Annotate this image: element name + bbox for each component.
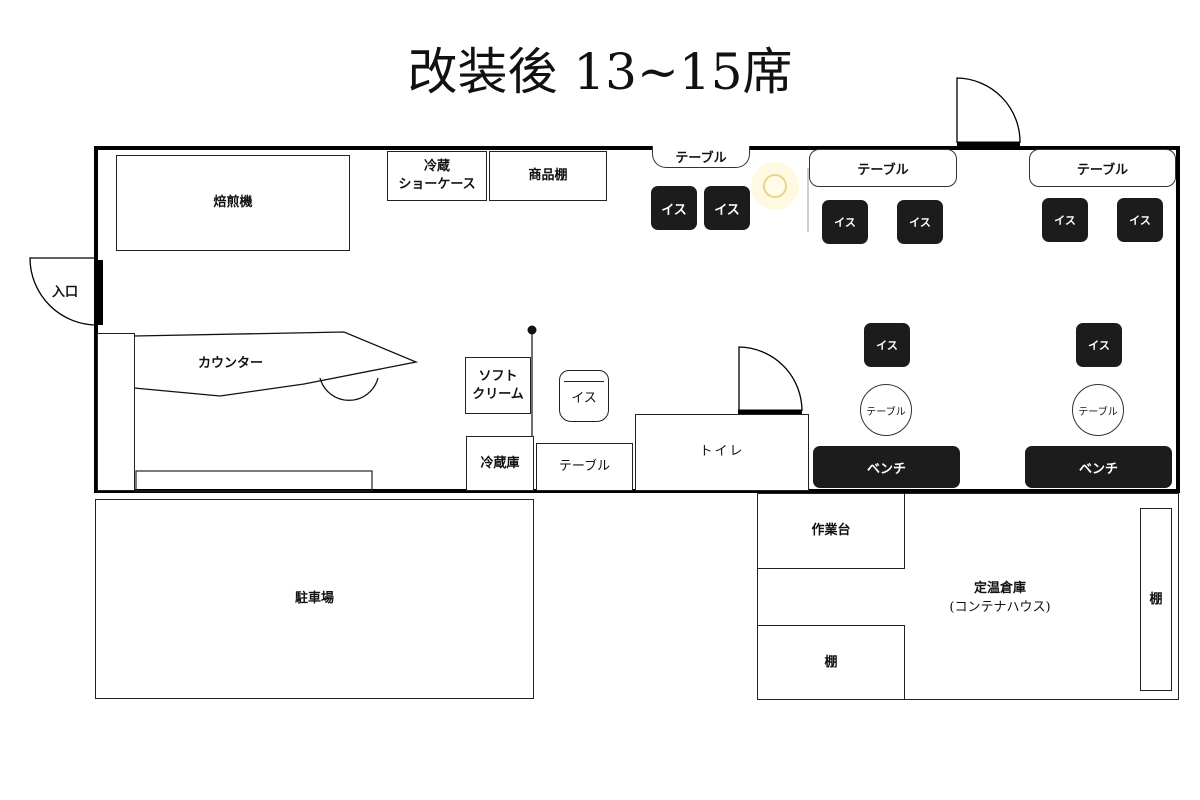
shelf-bottom-box: 棚: [757, 625, 905, 700]
toilet-label: トイレ: [699, 444, 745, 459]
page-title: 改装後 13~15席: [407, 43, 793, 101]
round-table-left: テーブル: [860, 384, 912, 436]
round-table-left-label: テーブル: [866, 406, 906, 418]
counter-stool-arc: [319, 377, 379, 401]
chair-5: イス: [1042, 198, 1088, 242]
counter-low-shelf: [135, 470, 373, 492]
bench-left-label: ベンチ: [866, 461, 906, 477]
chair-8-label: イス: [1088, 339, 1110, 352]
pole-top: [527, 325, 537, 335]
chair-7-label: イス: [876, 339, 898, 352]
chair-4-label: イス: [909, 216, 931, 229]
counter-label: カウンター: [198, 356, 264, 371]
bench-left: ベンチ: [813, 446, 960, 488]
fridge-box: 冷蔵庫: [466, 436, 534, 491]
roaster-label: 焙煎機: [213, 195, 253, 211]
entrance-label: 入口: [52, 285, 79, 300]
round-table-right-label: テーブル: [1078, 406, 1118, 418]
chair-8: イス: [1076, 323, 1122, 367]
bench-right: ベンチ: [1025, 446, 1172, 488]
chair-6-label: イス: [1129, 214, 1151, 227]
fridge-label: 冷蔵庫: [480, 455, 520, 471]
table-top-mid: テーブル: [809, 149, 957, 187]
chair-4: イス: [897, 200, 943, 244]
goods-shelf-label: 商品棚: [528, 168, 568, 184]
showcase-label-2: ショーケース: [398, 177, 476, 192]
chair-1-label: イス: [661, 202, 687, 218]
chair-2: イス: [704, 186, 750, 230]
parking-label: 駐車場: [294, 591, 334, 607]
bench-right-label: ベンチ: [1078, 461, 1118, 477]
showcase-box: 冷蔵 ショーケース: [387, 151, 487, 201]
top-door-swing: [956, 77, 1021, 144]
table-top-mid-label: テーブル: [857, 162, 909, 178]
softcream-label-2: クリーム: [472, 386, 524, 402]
counter-outline: [133, 331, 419, 397]
light-fixture: [763, 174, 787, 198]
workbench-label: 作業台: [811, 523, 851, 539]
chair-3: イス: [822, 200, 868, 244]
table-bottom-box: テーブル: [536, 443, 633, 491]
table-top-right-label: テーブル: [1076, 162, 1129, 178]
toilet-door-swing: [738, 346, 803, 412]
chair-3-label: イス: [834, 216, 856, 229]
chair-5-label: イス: [1054, 214, 1076, 227]
chair-outline-label: イス: [571, 390, 597, 406]
shelf-right-box: 棚: [1140, 508, 1172, 691]
table-bottom-label: テーブル: [558, 459, 611, 475]
round-table-right: テーブル: [1072, 384, 1124, 436]
table-top-small: テーブル: [652, 146, 750, 168]
roaster-box: 焙煎機: [116, 155, 350, 251]
chair-6: イス: [1117, 198, 1163, 242]
chair-7: イス: [864, 323, 910, 367]
chair-2-label: イス: [714, 202, 740, 218]
chair-outline-back: [564, 376, 604, 382]
entrance-door-swing: [29, 257, 98, 326]
goods-shelf-box: 商品棚: [489, 151, 607, 201]
table-top-small-label: テーブル: [675, 151, 727, 166]
warehouse-label: 定温倉庫 (コンテナハウス): [920, 580, 1080, 618]
softcream-box: ソフト クリーム: [465, 357, 531, 414]
shelf-right-label: 棚: [1149, 591, 1163, 607]
counter-back-wall: [97, 333, 135, 491]
parking-box: 駐車場: [95, 499, 534, 699]
warehouse-label-2: (コンテナハウス): [949, 599, 1051, 615]
warehouse-label-1: 定温倉庫: [973, 581, 1026, 596]
softcream-label-1: ソフト: [478, 368, 518, 384]
chair-1: イス: [651, 186, 697, 230]
table-top-right: テーブル: [1029, 149, 1176, 187]
shelf-bottom-label: 棚: [824, 654, 838, 670]
toilet-box: トイレ: [635, 414, 809, 491]
showcase-label-1: 冷蔵: [423, 159, 450, 175]
chair-outline: イス: [559, 370, 609, 422]
workbench-box: 作業台: [757, 493, 905, 569]
